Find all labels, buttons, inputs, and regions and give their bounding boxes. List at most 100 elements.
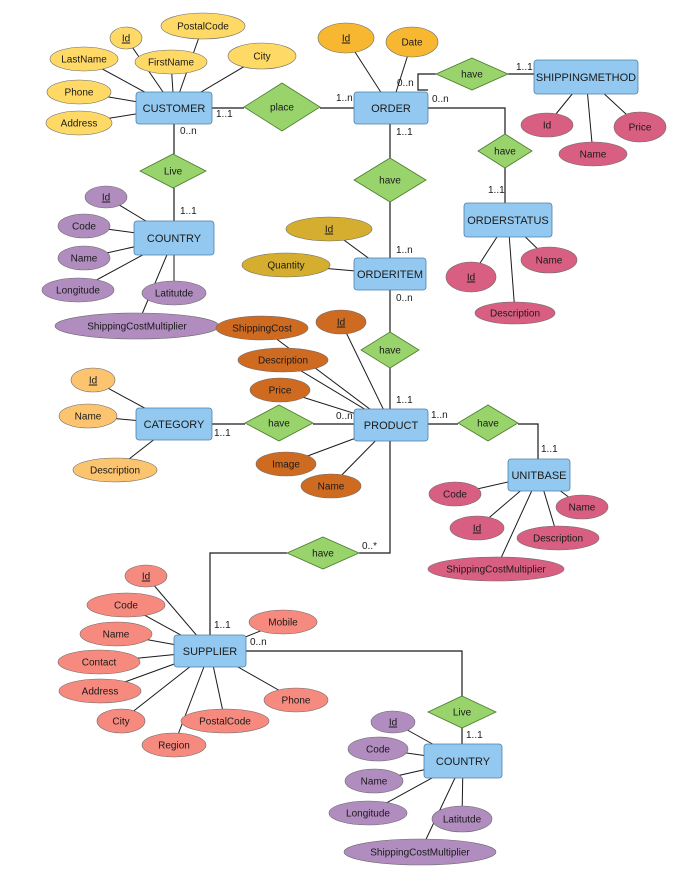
relationship-label-live2: Live	[453, 708, 472, 719]
entity-orderstatus[interactable]	[463, 202, 553, 238]
entity-shippingmethod[interactable]	[533, 59, 639, 95]
attribute-label-unitbase-id: Id	[473, 524, 481, 535]
attribute-supplier-mobile[interactable]	[248, 609, 318, 635]
attribute-country2-latitutde[interactable]	[431, 805, 493, 833]
attribute-unitbase-id[interactable]	[449, 515, 505, 541]
attribute-customer-phone[interactable]	[46, 79, 112, 105]
attribute-supplier-code[interactable]	[86, 592, 166, 618]
attribute-country2-longitude[interactable]	[328, 800, 408, 826]
attribute-orderstatus-id[interactable]	[445, 261, 497, 293]
entity-country2[interactable]	[423, 743, 503, 779]
attribute-product-image[interactable]	[255, 451, 317, 477]
relationship-have_cat[interactable]	[244, 404, 314, 442]
attribute-customer-id[interactable]	[109, 26, 143, 50]
cardinality-have_ship-a: 0..n	[397, 78, 414, 89]
cardinality-have_unit-b: 1..1	[541, 444, 558, 455]
attribute-supplier-name[interactable]	[79, 621, 153, 647]
attribute-product-id[interactable]	[315, 309, 367, 335]
attribute-label-customer-city: City	[253, 52, 270, 63]
attribute-product-description[interactable]	[237, 347, 329, 373]
cardinality-have_item-b: 1..n	[396, 245, 413, 256]
attribute-unitbase-description[interactable]	[516, 525, 600, 551]
attribute-supplier-contact[interactable]	[57, 649, 141, 675]
attribute-order-date[interactable]	[385, 26, 439, 58]
attribute-label-country2-id: Id	[389, 718, 397, 729]
attribute-shippingmethod-name[interactable]	[558, 141, 628, 167]
entity-category[interactable]	[135, 407, 213, 441]
attribute-label-customer-first-name: FirstName	[148, 58, 195, 69]
attribute-label-country1-name: Name	[71, 254, 98, 265]
attribute-supplier-city[interactable]	[96, 708, 146, 734]
attribute-label-country2-code: Code	[366, 745, 390, 756]
relationship-have_unit[interactable]	[457, 404, 519, 442]
relationship-label-have_status: have	[494, 147, 516, 158]
relationship-have_prod[interactable]	[360, 331, 420, 369]
entity-customer[interactable]	[135, 91, 213, 125]
relationship-live2[interactable]	[427, 695, 497, 729]
attribute-country1-code[interactable]	[57, 213, 111, 239]
entity-product[interactable]	[353, 408, 429, 442]
relationship-place[interactable]	[243, 82, 321, 132]
entity-label-country2: COUNTRY	[436, 756, 491, 768]
attribute-unitbase-name[interactable]	[555, 494, 609, 520]
attribute-product-price[interactable]	[249, 377, 311, 403]
attribute-category-id[interactable]	[70, 367, 116, 393]
cardinality-have_unit-a: 1..n	[431, 410, 448, 421]
attribute-category-name[interactable]	[58, 403, 118, 429]
attribute-country2-shipping-cost-multiplier[interactable]	[343, 838, 497, 866]
attribute-country1-longitude[interactable]	[41, 277, 115, 303]
attribute-label-supplier-id: Id	[142, 572, 150, 583]
attribute-label-orderstatus-name: Name	[536, 256, 563, 267]
attribute-customer-city[interactable]	[227, 42, 297, 70]
relationship-have_item[interactable]	[353, 157, 427, 203]
attribute-link-product-id	[340, 321, 392, 426]
entity-order[interactable]	[353, 91, 429, 125]
attribute-unitbase-code[interactable]	[428, 481, 482, 507]
attribute-country2-code[interactable]	[347, 736, 409, 762]
relationship-label-have_unit: have	[477, 419, 499, 430]
attribute-country2-id[interactable]	[370, 710, 416, 734]
entity-country1[interactable]	[133, 220, 215, 256]
attribute-supplier-id[interactable]	[124, 564, 168, 588]
entity-orderitem[interactable]	[353, 257, 427, 291]
attribute-country2-name[interactable]	[344, 768, 404, 794]
attribute-supplier-phone[interactable]	[263, 687, 329, 713]
attribute-label-customer-last-name: LastName	[61, 55, 107, 66]
attribute-order-id[interactable]	[317, 22, 375, 54]
attribute-supplier-region[interactable]	[141, 732, 207, 758]
relationship-have_ship[interactable]	[435, 57, 509, 91]
relationship-have_status[interactable]	[477, 133, 533, 169]
attribute-label-supplier-mobile: Mobile	[268, 618, 298, 629]
attribute-orderitem-id[interactable]	[285, 216, 373, 242]
attribute-product-name[interactable]	[300, 473, 362, 499]
relationship-live1[interactable]	[139, 153, 207, 189]
entity-unitbase[interactable]	[507, 458, 571, 492]
attribute-shippingmethod-price[interactable]	[613, 111, 667, 143]
attribute-country1-name[interactable]	[57, 245, 111, 271]
attribute-label-orderstatus-description: Description	[490, 309, 540, 320]
attribute-unitbase-shipping-cost-multiplier[interactable]	[427, 556, 565, 582]
attribute-country1-latitutde[interactable]	[141, 280, 207, 306]
attribute-customer-first-name[interactable]	[134, 49, 208, 75]
entity-label-shippingmethod: SHIPPINGMETHOD	[536, 72, 636, 84]
attribute-orderitem-quantity[interactable]	[241, 252, 331, 278]
attribute-product-shipping-cost[interactable]	[215, 315, 309, 341]
attribute-customer-address[interactable]	[45, 110, 113, 136]
entity-supplier[interactable]	[173, 634, 247, 668]
attribute-supplier-postal-code[interactable]	[180, 708, 270, 734]
attribute-category-description[interactable]	[72, 457, 158, 483]
attribute-customer-postal-code[interactable]	[160, 12, 246, 40]
entity-label-supplier: SUPPLIER	[183, 646, 237, 658]
attribute-supplier-address[interactable]	[58, 678, 142, 704]
attribute-customer-last-name[interactable]	[49, 46, 119, 72]
attribute-orderstatus-name[interactable]	[520, 246, 578, 274]
cardinality-have_sup-a: 0..*	[362, 541, 377, 552]
attribute-orderstatus-description[interactable]	[474, 301, 556, 325]
attribute-country1-id[interactable]	[84, 185, 128, 209]
cardinality-have_sup-b: 1..1	[214, 620, 231, 631]
relationship-have_sup[interactable]	[286, 536, 360, 570]
attribute-label-product-id: Id	[337, 318, 345, 329]
attribute-label-unitbase-description: Description	[533, 534, 583, 545]
attribute-shippingmethod-id[interactable]	[520, 112, 574, 138]
connector-have_unit-b	[518, 423, 539, 459]
